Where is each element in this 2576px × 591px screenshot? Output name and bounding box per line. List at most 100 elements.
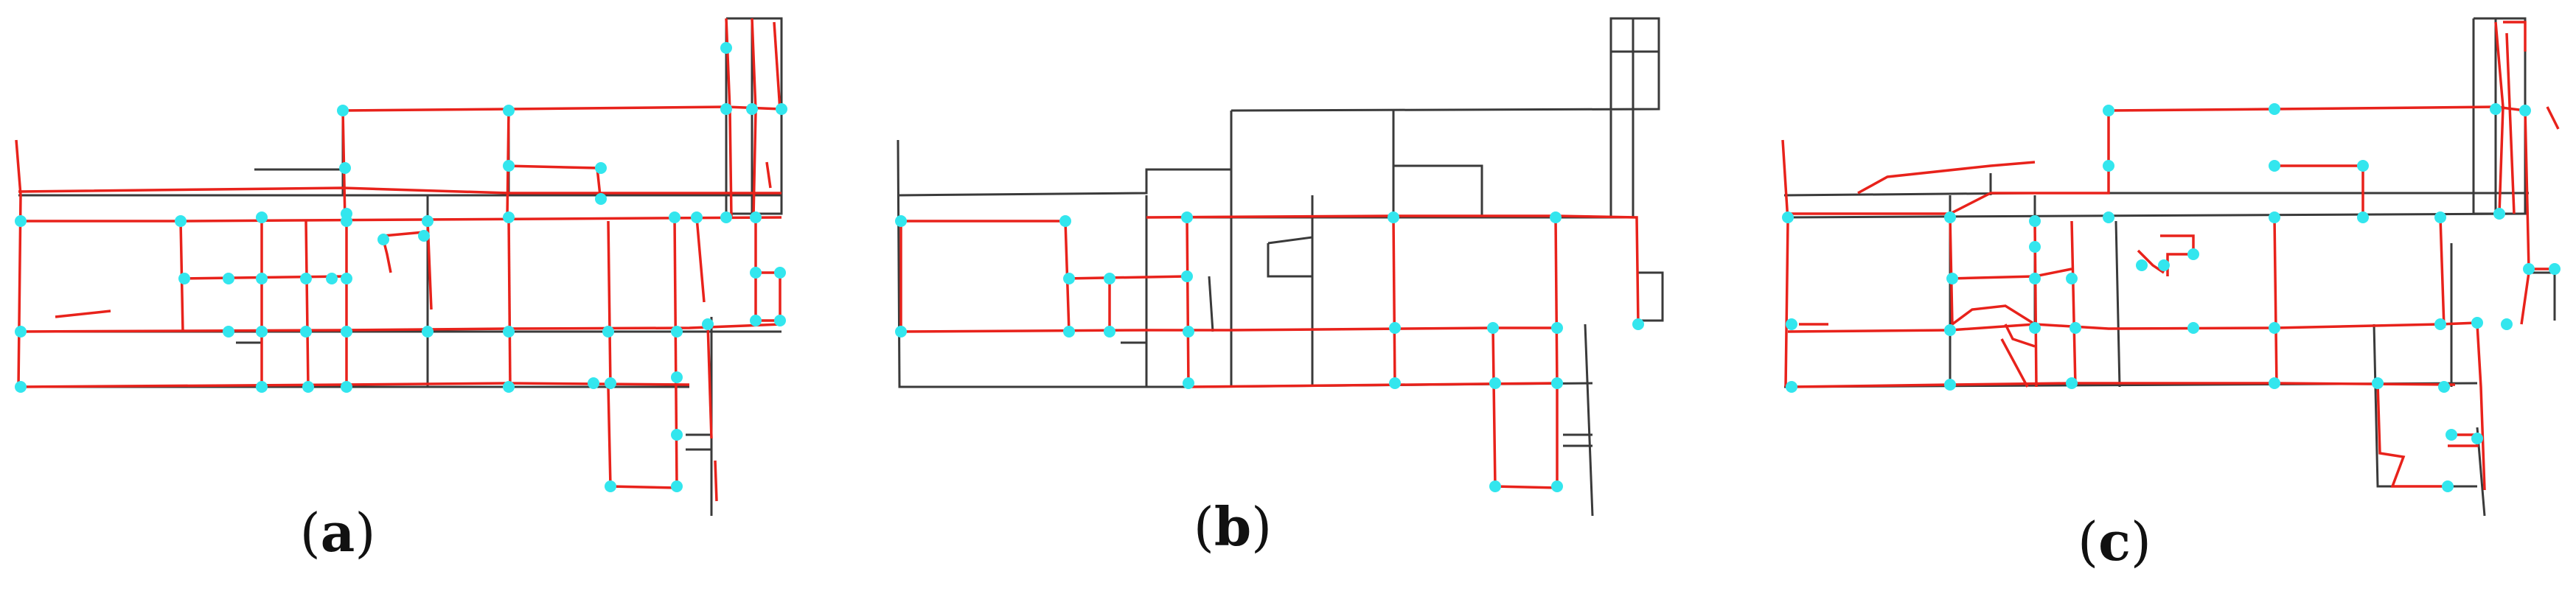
panel-b-node [1487,322,1499,334]
panel-b-node [1059,215,1071,227]
panel-a-node [750,267,762,279]
panel-c-node [1786,381,1797,393]
panel-c-node [2434,211,2446,223]
panel-c-node [2187,322,2199,334]
panel-a-node [588,377,599,389]
panel-b-node [1389,377,1401,389]
panel-c-node [2269,322,2280,334]
panel-b-base-network [897,17,1664,517]
panel-b-label: (b) [1194,495,1273,558]
panel-a-node [256,326,268,338]
panel-b-node [1063,273,1075,284]
panel-a-node [341,273,352,284]
panel-c-node [2493,208,2505,220]
panel-a-node [377,234,389,245]
panel-b-label-open: ( [1194,496,1214,558]
panel-a-node [720,211,732,223]
panel-c-node [2029,241,2041,253]
panel-a-node [15,215,27,227]
panel-a-node [605,377,616,389]
panel-a-node [503,326,515,338]
panel-a-node [503,211,515,223]
panel-b-node [1551,322,1563,334]
panel-a-base-network [18,17,783,516]
panel-b-nodes [895,211,1644,492]
panel-c-node [2103,160,2114,172]
panel-b-node [1183,377,1194,389]
panel-a-node [15,381,27,393]
panel-a-node [256,211,268,223]
panel-a-node [302,381,314,393]
panel-c-node [2442,480,2454,492]
panel-c-node [2029,215,2041,227]
panel-a-label-letter: a [321,501,355,564]
panel-a-node [750,315,762,326]
panel-c-node [2523,263,2535,275]
panel-c-node [2519,105,2531,116]
panel-c-node [2069,322,2081,334]
panel-c-node [2549,263,2561,275]
panel-b-node [1550,211,1562,223]
panel-c-node [2269,211,2280,223]
panel-a-node [691,211,703,223]
panel-a-node [178,273,190,284]
panel-a-node [595,193,607,205]
panel-c-node [1944,379,1956,391]
panel-a-node [671,429,683,441]
panel-a-trajectories [15,18,782,502]
panel-a-node [422,326,434,338]
panel-c-node [1944,211,1956,223]
panel-a-node [300,273,312,284]
panel-c-label-open: ( [2078,511,2098,573]
panel-c-node [2269,377,2280,389]
panel-c-node [2158,259,2170,271]
panel-c-node [2103,105,2114,116]
panel-a-node [256,273,268,284]
panel-c-label-letter: c [2098,510,2131,573]
panel-c-node [2471,317,2483,329]
panel-a-node [671,371,683,383]
panel-c-node [2269,103,2280,115]
panel-a-node [671,326,683,338]
panel-a-node [418,230,430,242]
panel-b-node [1183,326,1194,338]
panel-c-node [2471,433,2483,444]
panel-a-node [776,103,787,115]
panel-b-node [1632,318,1644,330]
panel-c-node [2490,103,2502,115]
panel-b-node [1551,480,1563,492]
panel-c-label: (c) [2078,510,2151,573]
panel-b-node [1551,377,1563,389]
panel-a-node [341,326,352,338]
panel-a-node [341,381,352,393]
panel-a-node [15,326,27,338]
panel-c-node [2372,377,2384,389]
panel-b-node [1181,270,1193,282]
panel-b-label-letter: b [1214,495,1251,558]
panel-a-node [422,215,434,227]
panel-a-node [671,480,683,492]
panel-c-node [1944,324,1956,336]
panel-b-node [1104,273,1115,284]
panel-c-node [2029,273,2041,284]
panel-a-node [720,42,732,54]
panel-c-node [2501,318,2513,330]
panel-c-node [2438,381,2450,393]
panel-c-node [2434,318,2446,330]
panel-a-label-open: ( [300,502,321,564]
panel-a-node [256,381,268,393]
panel-a [15,17,787,516]
panel-c-node [2357,211,2369,223]
panel-a-node [339,162,351,174]
panel-c-node [2446,429,2457,441]
panel-b-node [1063,326,1075,338]
panel-c-node [2029,322,2041,334]
panel-b-label-close: ) [1251,496,1272,558]
panel-b [895,17,1664,517]
panel-a-node [503,105,515,116]
panel-a-label: (a) [300,501,376,564]
panel-a-node [503,160,515,172]
panel-a-node [595,162,607,174]
panel-a-label-close: ) [355,502,375,564]
